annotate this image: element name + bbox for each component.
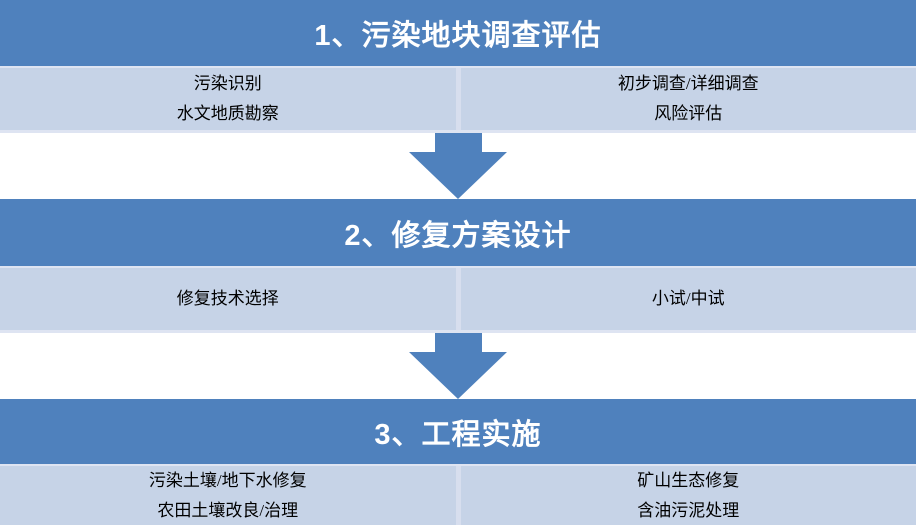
section-3-body: 污染土壤/地下水修复 农田土壤改良/治理 矿山生态修复 含油污泥处理 — [0, 464, 916, 528]
flow-connector-2 — [0, 333, 916, 399]
down-arrow-icon — [409, 152, 507, 199]
section-3-title: 3、工程实施 — [0, 399, 916, 464]
section-2-left-cell: 修复技术选择 — [0, 268, 456, 330]
cell-item-farmland-soil-improvement: 农田土壤改良/治理 — [157, 500, 299, 520]
section-2-body: 修复技术选择 小试/中试 — [0, 266, 916, 333]
section-remediation-design: 2、修复方案设计 修复技术选择 小试/中试 — [0, 199, 916, 333]
cell-item-pollution-identification: 污染识别 — [193, 74, 262, 93]
cell-item-hydrogeological-survey: 水文地质勘察 — [176, 104, 279, 123]
section-1-title: 1、污染地块调查评估 — [0, 0, 916, 66]
cell-item-oily-sludge-treatment: 含油污泥处理 — [637, 500, 740, 520]
cell-item-remediation-technology-selection: 修复技术选择 — [176, 289, 279, 308]
down-arrow-icon — [434, 133, 482, 152]
section-site-investigation: 1、污染地块调查评估 污染识别 水文地质勘察 初步调查/详细调查 风险评估 — [0, 0, 916, 133]
cell-item-soil-groundwater-remediation: 污染土壤/地下水修复 — [148, 470, 307, 490]
section-project-implementation: 3、工程实施 污染土壤/地下水修复 农田土壤改良/治理 矿山生态修复 含油污泥处… — [0, 399, 916, 528]
section-3-left-cell: 污染土壤/地下水修复 农田土壤改良/治理 — [0, 466, 456, 525]
cell-item-mine-ecological-restoration: 矿山生态修复 — [637, 470, 740, 490]
cell-item-risk-assessment: 风险评估 — [654, 104, 723, 123]
section-3-right-cell: 矿山生态修复 含油污泥处理 — [460, 466, 916, 525]
section-2-title: 2、修复方案设计 — [0, 199, 916, 266]
section-1-left-cell: 污染识别 水文地质勘察 — [0, 68, 456, 130]
section-1-right-cell: 初步调查/详细调查 风险评估 — [460, 68, 916, 130]
flow-connector-1 — [0, 133, 916, 199]
down-arrow-icon — [434, 333, 482, 352]
down-arrow-icon — [409, 352, 507, 399]
cell-item-bench-pilot-test: 小试/中试 — [651, 289, 725, 308]
section-1-body: 污染识别 水文地质勘察 初步调查/详细调查 风险评估 — [0, 66, 916, 133]
section-2-right-cell: 小试/中试 — [460, 268, 916, 330]
cell-item-preliminary-detailed-investigation: 初步调查/详细调查 — [617, 74, 759, 93]
